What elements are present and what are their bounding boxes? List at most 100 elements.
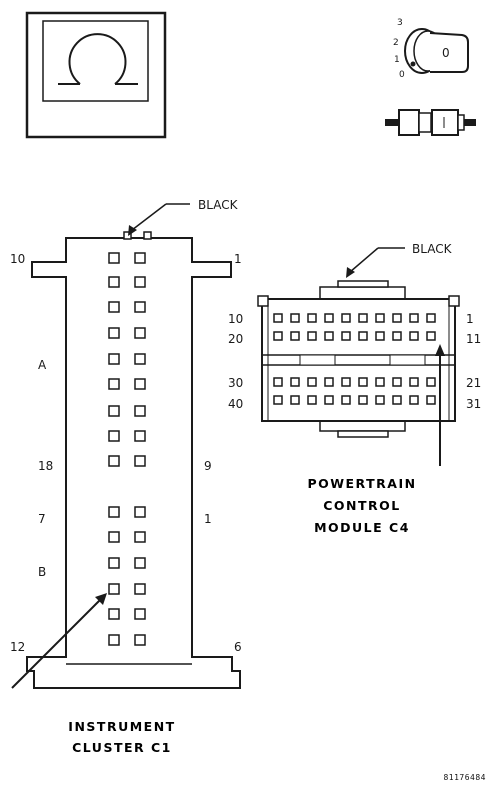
pcm-connector (257, 280, 460, 438)
pcm-pin-cavity (375, 331, 385, 341)
ic-pin-cavity (108, 430, 120, 442)
pcm-color-label: BLACK (412, 242, 453, 256)
ignition-key-label: 0 (442, 46, 450, 60)
ic-pin-cavity (134, 378, 146, 390)
pcm-pin-grid (273, 313, 436, 405)
pcm-pin-cavity (358, 395, 368, 405)
pcm-pin-cavity (290, 313, 300, 323)
pcm-pin-20-label: 20 (228, 332, 243, 346)
pcm-pin-cavity (290, 395, 300, 405)
pcm-pin-cavity (426, 331, 436, 341)
pcm-pin-1-label: 1 (466, 312, 474, 326)
ic-pin-cavity (134, 276, 146, 288)
ohm-symbol-icon (58, 33, 138, 85)
ic-pin-cavity (134, 583, 146, 595)
instrument-cluster-connector (26, 231, 241, 689)
pcm-pin-cavity (358, 331, 368, 341)
ic-pin-6-label: 6 (234, 640, 242, 654)
ic-pin-cavity (134, 430, 146, 442)
ic-pin-cavity (134, 531, 146, 543)
pcm-pin-cavity (409, 313, 419, 323)
pcm-pin-cavity (324, 313, 334, 323)
ic-pin-cavity (108, 276, 120, 288)
ic-pin-cavity (108, 531, 120, 543)
ignition-position-1: 1 (394, 55, 400, 65)
ic-pin-cavity (108, 455, 120, 467)
ic-pin-cavity (134, 327, 146, 339)
ignition-position-3: 3 (397, 18, 403, 28)
ic-pin-cavity (108, 301, 120, 313)
pcm-pin-31-label: 31 (466, 397, 481, 411)
pcm-title-line3: MODULE C4 (314, 520, 410, 535)
pcm-pin-cavity (392, 331, 402, 341)
pcm-pin-cavity (358, 377, 368, 387)
ic-pin-cavity (108, 378, 120, 390)
ic-title-line2: CLUSTER C1 (72, 740, 172, 755)
ic-pin-cavity (108, 405, 120, 417)
pcm-pin-cavity (409, 377, 419, 387)
ic-pin-1b-label: 1 (204, 512, 212, 526)
ic-pin-cavity (108, 583, 120, 595)
ic-section-a-label: A (38, 358, 47, 372)
pcm-pin-cavity (375, 377, 385, 387)
ic-pin-cavity (108, 353, 120, 365)
ic-pin-cavity (134, 634, 146, 646)
pcm-pin-cavity (358, 313, 368, 323)
instrument-cluster-color-label: BLACK (198, 198, 239, 212)
ic-pin-cavity (108, 608, 120, 620)
ic-pin-18-label: 18 (38, 459, 53, 473)
harness-connector-icon (385, 109, 476, 136)
pcm-pin-cavity (324, 377, 334, 387)
pcm-pin-cavity (307, 313, 317, 323)
pcm-pin-cavity (426, 313, 436, 323)
pcm-pin-cavity (392, 377, 402, 387)
pcm-pin-cavity (307, 395, 317, 405)
pcm-pin-cavity (341, 395, 351, 405)
pcm-pin-cavity (375, 313, 385, 323)
ic-pin-9-label: 9 (204, 459, 212, 473)
pcm-pin-cavity (324, 331, 334, 341)
pcm-pin-21-label: 21 (466, 376, 481, 390)
pcm-pin-cavity (392, 395, 402, 405)
pcm-pin-cavity (307, 377, 317, 387)
pcm-title-line2: CONTROL (323, 498, 401, 513)
pcm-pin-cavity (341, 377, 351, 387)
ic-pin-10-label: 10 (10, 252, 25, 266)
ic-pin-12-label: 12 (10, 640, 25, 654)
ic-pin-cavity (134, 301, 146, 313)
pcm-title-line1: POWERTRAIN (307, 476, 416, 491)
ic-pin-cavity (134, 455, 146, 467)
pcm-pin-cavity (392, 313, 402, 323)
ic-pin-7-label: 7 (38, 512, 46, 526)
ignition-key-icon: 3 2 1 0 0 (393, 18, 469, 80)
ignition-position-0: 0 (399, 70, 405, 80)
pcm-pin-cavity (375, 395, 385, 405)
pcm-pin-cavity (341, 331, 351, 341)
pcm-pin-11-label: 11 (466, 332, 481, 346)
ic-pin-cavity (108, 634, 120, 646)
pcm-pin-10-label: 10 (228, 312, 243, 326)
pcm-pin-30-label: 30 (228, 376, 243, 390)
ic-pin-cavity (134, 506, 146, 518)
pcm-pin-40-label: 40 (228, 397, 243, 411)
pcm-pin-cavity (290, 331, 300, 341)
ohm-symbol-box (25, 11, 167, 139)
pcm-pin-cavity (426, 395, 436, 405)
ic-pin-cavity (108, 327, 120, 339)
ic-pin-cavity (134, 405, 146, 417)
ic-pin-cavity (108, 252, 120, 264)
ignition-position-2: 2 (393, 38, 399, 48)
instrument-cluster-pin-grid (108, 231, 152, 646)
pcm-pin-cavity (273, 313, 283, 323)
pcm-pin-cavity (273, 331, 283, 341)
ic-pin-cavity (134, 353, 146, 365)
ic-pin-cavity (134, 252, 146, 264)
pcm-pin-cavity (324, 395, 334, 405)
ic-pin-cavity (143, 231, 152, 240)
figure-number: 81176484 (443, 773, 486, 782)
ic-pin-cavity (134, 557, 146, 569)
pcm-pin-cavity (409, 331, 419, 341)
ic-pin-cavity (108, 506, 120, 518)
ic-pin-1-label: 1 (234, 252, 242, 266)
